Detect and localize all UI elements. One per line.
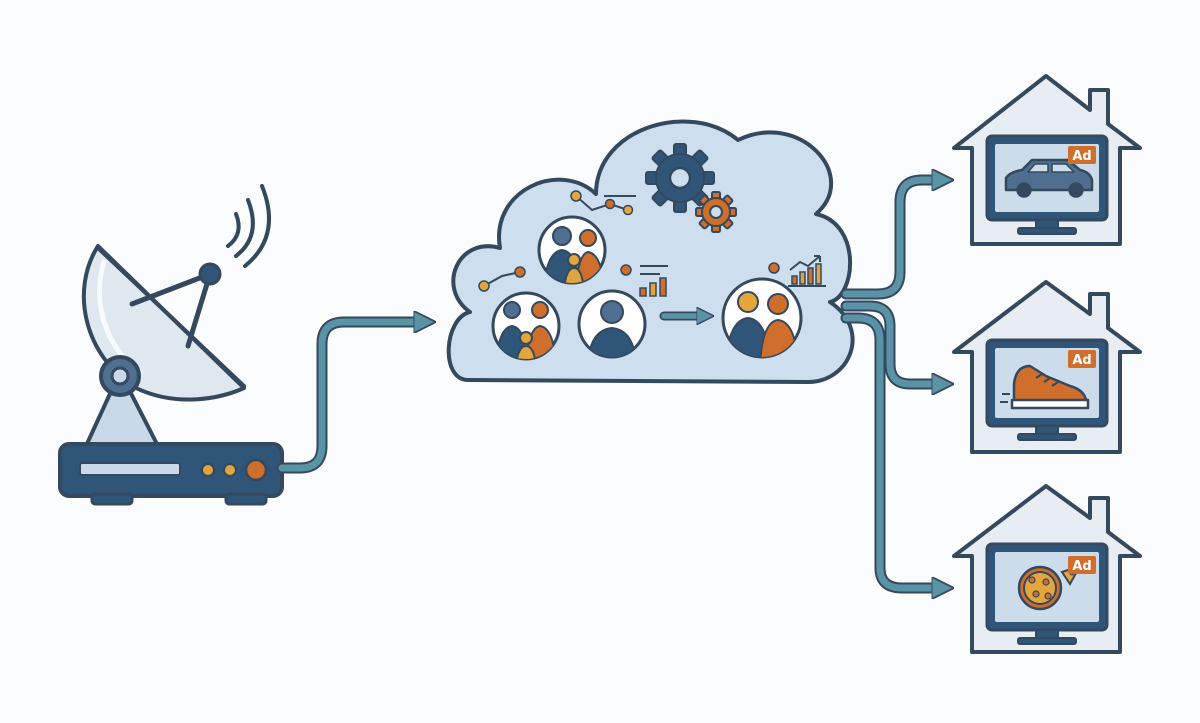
bar-chart-icon xyxy=(788,255,826,287)
family-segment-icon xyxy=(537,215,607,285)
box-foot xyxy=(90,492,134,506)
signal-waves xyxy=(226,184,271,268)
connector-receiver-to-cloud xyxy=(276,322,418,474)
connector-cloud-to-houses xyxy=(840,180,936,588)
feed-horn xyxy=(198,262,222,286)
ad-badge: Ad xyxy=(1068,350,1096,368)
box-foot xyxy=(224,492,268,506)
connector-to-car-ad xyxy=(842,180,936,298)
house-car-ad: Ad xyxy=(952,74,1142,246)
house-shoe-ad: Ad xyxy=(952,280,1142,454)
connector-to-shoe-ad xyxy=(842,302,936,384)
house-pizza-ad: Ad xyxy=(952,484,1142,654)
satellite-dish-icon xyxy=(81,184,271,448)
connector-to-pizza-ad xyxy=(842,314,936,588)
bar-chart-icon xyxy=(639,265,668,297)
ad-badge-label: Ad xyxy=(1072,149,1091,164)
set-top-box-icon xyxy=(58,442,284,506)
data-node-graph xyxy=(483,195,636,287)
ad-badge-label: Ad xyxy=(1072,353,1091,368)
person-icon xyxy=(577,289,647,359)
status-light xyxy=(223,463,237,477)
gear-icon xyxy=(645,143,715,213)
ad-badge: Ad xyxy=(1068,556,1096,574)
power-button xyxy=(244,458,268,482)
status-light xyxy=(201,463,215,477)
cloud-processing xyxy=(446,119,855,384)
sneaker-icon xyxy=(1000,364,1090,410)
ad-badge: Ad xyxy=(1068,146,1096,164)
gear-icon xyxy=(695,191,737,233)
ad-badge-label: Ad xyxy=(1072,559,1091,574)
pizza-icon xyxy=(1017,564,1083,611)
